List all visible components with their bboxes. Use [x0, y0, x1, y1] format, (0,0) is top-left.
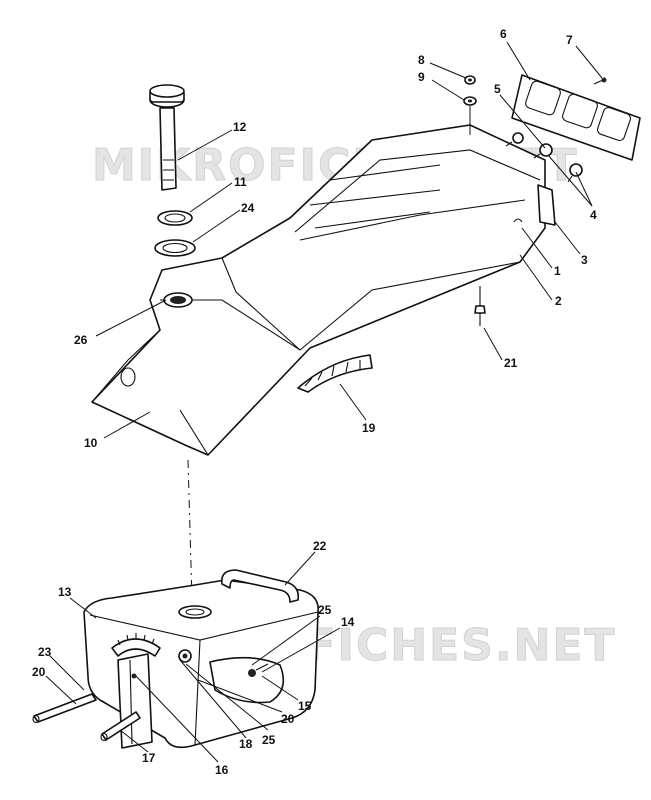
callout-25-lower: 25: [262, 733, 276, 747]
tank-handle: [220, 569, 300, 603]
callout-labels: 12 11 24 26 10 19 21 2 1 3 4 5 6 7 8 9 2…: [32, 27, 597, 777]
callout-19: 19: [362, 421, 376, 435]
callout-4: 4: [590, 208, 597, 222]
callout-14: 14: [341, 615, 355, 629]
callout-18: 18: [239, 737, 253, 751]
callout-26: 26: [74, 333, 88, 347]
callout-2: 2: [555, 294, 562, 308]
callout-20-left: 20: [32, 665, 46, 679]
callout-7: 7: [566, 33, 573, 47]
fuel-filler-cap: [149, 84, 185, 191]
callout-23: 23: [38, 645, 52, 659]
fuel-tank: [83, 579, 319, 749]
fuel-line-right: [100, 711, 141, 742]
callout-10: 10: [84, 436, 98, 450]
tail-light-lens: [511, 74, 641, 161]
callout-1: 1: [554, 264, 561, 278]
bulbs: [505, 132, 583, 183]
callout-3: 3: [581, 253, 588, 267]
callout-9: 9: [418, 70, 425, 84]
screw-21: [474, 286, 486, 326]
callout-24: 24: [241, 201, 255, 215]
callout-22: 22: [313, 539, 327, 553]
callout-20-right: 20: [281, 712, 295, 726]
callout-17: 17: [142, 751, 156, 765]
fuel-line-left: [32, 693, 97, 724]
assembly-centerline: [187, 459, 193, 601]
callout-15: 15: [298, 699, 312, 713]
callout-13: 13: [58, 585, 72, 599]
callout-6: 6: [500, 27, 507, 41]
screw-7: [593, 77, 607, 85]
seal-ring: [154, 239, 196, 257]
gasket-ring: [157, 210, 193, 226]
leader-lines: [45, 41, 603, 763]
washer-9: [463, 96, 477, 106]
callout-11: 11: [234, 175, 247, 189]
callout-5: 5: [494, 82, 501, 96]
callout-8: 8: [418, 53, 425, 67]
nut-8: [464, 75, 476, 85]
callout-21: 21: [504, 356, 518, 370]
callout-12: 12: [233, 120, 247, 134]
callout-25-upper: 25: [318, 603, 332, 617]
callout-16: 16: [215, 763, 229, 777]
